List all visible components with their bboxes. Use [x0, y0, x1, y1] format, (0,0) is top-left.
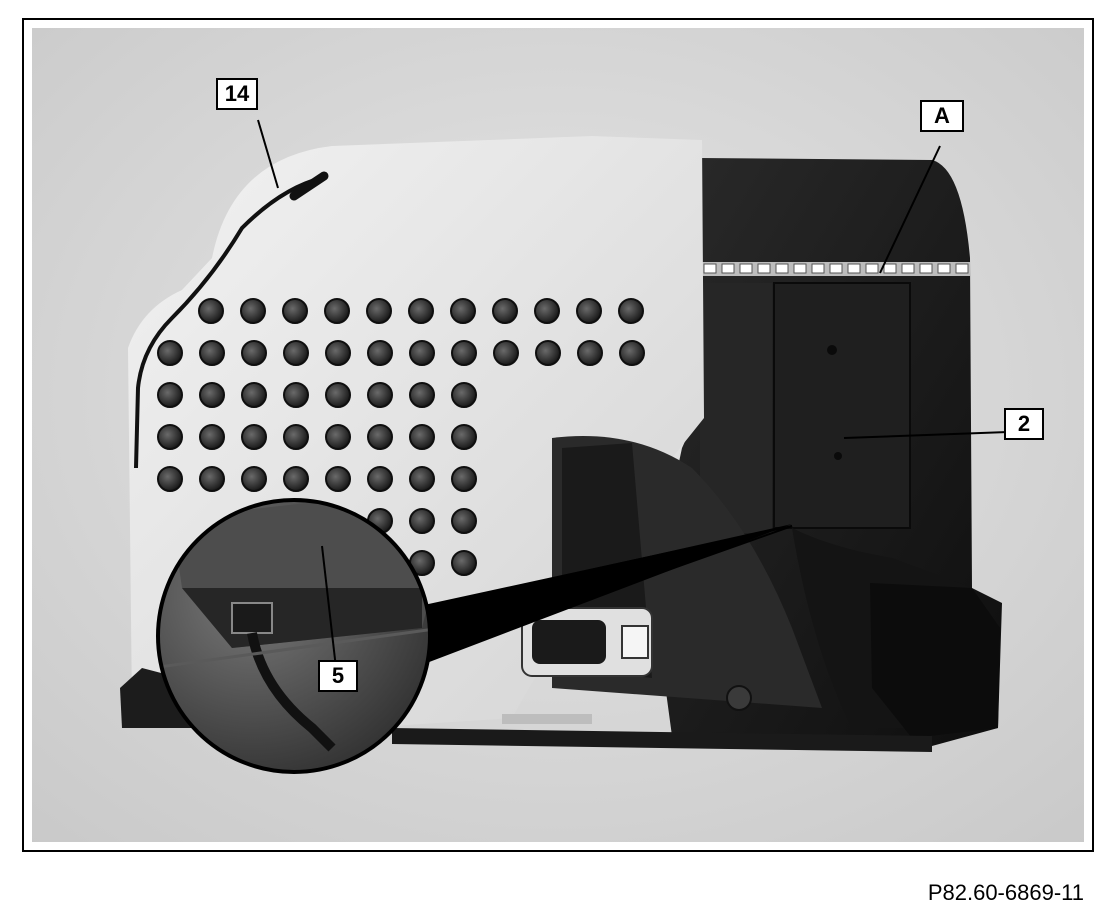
leader-lines [257, 119, 1009, 669]
component-photo [32, 28, 1084, 842]
cable-14 [134, 176, 323, 469]
connector [521, 607, 752, 711]
callout-label-5: 5 [318, 660, 358, 692]
callout-label-2: 2 [1004, 408, 1044, 440]
clip-strip-a [700, 262, 970, 276]
figure-frame [22, 18, 1094, 852]
callout-label-14: 14 [216, 78, 258, 110]
magnified-inset [156, 498, 793, 774]
part-2-cover [773, 282, 911, 529]
callout-label-a: A [920, 100, 964, 132]
figure-reference-code: P82.60-6869-11 [927, 880, 1084, 905]
